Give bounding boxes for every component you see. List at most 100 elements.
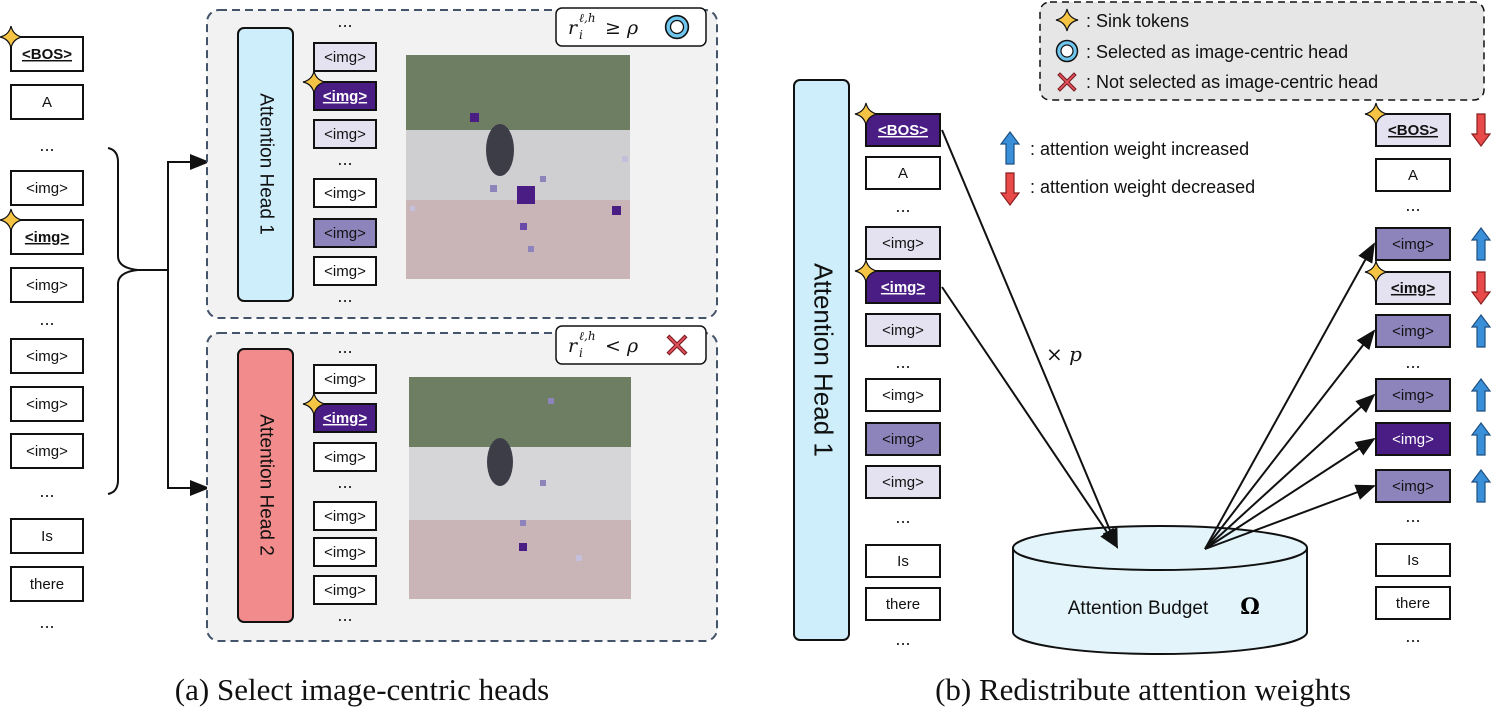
ellipsis: ... bbox=[337, 473, 352, 492]
svg-text:<img>: <img> bbox=[324, 449, 366, 466]
svg-text:Ω: Ω bbox=[1240, 594, 1260, 620]
svg-text:i: i bbox=[579, 28, 583, 42]
svg-text:there: there bbox=[1396, 595, 1430, 612]
down-arrow-icon bbox=[1000, 172, 1020, 206]
svg-text:< ρ: < ρ bbox=[605, 335, 639, 357]
token-is: Is bbox=[865, 544, 941, 578]
decrease-arrow-icon bbox=[1471, 271, 1491, 305]
svg-text:<img>: <img> bbox=[324, 49, 366, 66]
token-img: <img> bbox=[313, 364, 377, 394]
svg-text:<img>: <img> bbox=[1391, 280, 1435, 297]
svg-text:<img>: <img> bbox=[1392, 387, 1434, 404]
token-img: <img> bbox=[10, 338, 84, 374]
budget-to-token-arrow bbox=[1204, 242, 1375, 550]
head-b-label: Attention Head 1 bbox=[809, 263, 839, 457]
token-img: <img> bbox=[313, 178, 377, 208]
token-img: <img> bbox=[865, 465, 941, 499]
token-a: A bbox=[10, 84, 84, 120]
attention-map-image bbox=[406, 55, 630, 279]
svg-text:≥ ρ: ≥ ρ bbox=[605, 17, 639, 39]
svg-text:: Sink tokens: : Sink tokens bbox=[1086, 11, 1189, 31]
head2-label: Attention Head 2 bbox=[255, 414, 276, 556]
token-img: <img> bbox=[1375, 422, 1451, 456]
svg-text:Attention Budget: Attention Budget bbox=[1068, 598, 1209, 619]
svg-text:<img>: <img> bbox=[324, 225, 366, 242]
svg-text:<BOS>: <BOS> bbox=[22, 46, 72, 63]
budget-to-token-arrow bbox=[1204, 329, 1376, 550]
token-sink: <img> bbox=[1375, 271, 1451, 305]
svg-text:A: A bbox=[42, 94, 52, 111]
condition-rejected-box: r i ℓ,h < ρ bbox=[555, 325, 707, 365]
ellipsis: ... bbox=[39, 613, 54, 632]
head-b-output-tokens: <BOS>A...<img><img><img>...<img><img><im… bbox=[1364, 102, 1451, 646]
svg-text:<img>: <img> bbox=[323, 410, 367, 427]
svg-text:<BOS>: <BOS> bbox=[878, 122, 928, 139]
svg-text:: attention weight decreased: : attention weight decreased bbox=[1030, 177, 1255, 197]
token-bos: <BOS> bbox=[865, 113, 941, 147]
ellipsis: ... bbox=[337, 150, 352, 169]
token-img: <img> bbox=[313, 501, 377, 531]
token-sink: <BOS> bbox=[1375, 113, 1451, 147]
svg-text:A: A bbox=[898, 165, 908, 182]
head1-label: Attention Head 1 bbox=[255, 93, 276, 235]
token-img: <img> bbox=[313, 256, 377, 286]
token-img: <img> bbox=[10, 170, 84, 206]
token-there: there bbox=[10, 566, 84, 602]
token-img: <img> bbox=[313, 537, 377, 567]
increase-arrow-icon bbox=[1471, 378, 1491, 412]
svg-text:: Not selected as image-centri: : Not selected as image-centric head bbox=[1086, 72, 1378, 92]
ellipsis: ... bbox=[39, 136, 54, 155]
head2-token-column: ... <img> <img> <img>... <img> <img> <img>... bbox=[302, 338, 377, 625]
token-a: A bbox=[1375, 158, 1451, 192]
ellipsis: ... bbox=[337, 606, 352, 625]
branch-connector bbox=[138, 154, 210, 271]
selected-ring-icon bbox=[664, 14, 690, 40]
attention-budget: Attention Budget Ω bbox=[1012, 525, 1308, 655]
svg-text:<img>: <img> bbox=[882, 322, 924, 339]
ellipsis: ... bbox=[337, 338, 352, 357]
svg-text:<img>: <img> bbox=[323, 88, 367, 105]
ellipsis: ... bbox=[895, 508, 910, 527]
svg-text:i: i bbox=[579, 346, 583, 360]
ellipsis: ... bbox=[39, 310, 54, 329]
up-arrow-icon bbox=[1000, 131, 1020, 165]
svg-text:<img>: <img> bbox=[26, 396, 68, 413]
multiplier-label: × p bbox=[1046, 342, 1082, 366]
token-bos: <BOS> bbox=[10, 36, 84, 72]
condition-selected-box: r i ℓ,h ≥ ρ bbox=[555, 7, 707, 47]
ellipsis: ... bbox=[895, 197, 910, 216]
token-img-sink: <img> bbox=[865, 270, 941, 304]
svg-text:ℓ,h: ℓ,h bbox=[579, 11, 596, 25]
token-there: there bbox=[865, 587, 941, 621]
budget-to-token-arrow bbox=[1204, 393, 1376, 550]
svg-text:<img>: <img> bbox=[881, 279, 925, 296]
token-img: <img> bbox=[865, 313, 941, 347]
svg-text:: Selected as image-centric he: : Selected as image-centric head bbox=[1086, 42, 1348, 62]
token-img: <img> bbox=[313, 442, 377, 472]
svg-text:<img>: <img> bbox=[882, 235, 924, 252]
ellipsis: ... bbox=[337, 12, 352, 31]
token-img: <img> bbox=[1375, 469, 1451, 503]
svg-text:<img>: <img> bbox=[26, 277, 68, 294]
svg-text:<img>: <img> bbox=[324, 582, 366, 599]
increase-arrow-icon bbox=[1471, 422, 1491, 456]
token-img-sink: <img> bbox=[10, 219, 84, 255]
token-img: <img> bbox=[10, 386, 84, 422]
svg-text:<img>: <img> bbox=[26, 180, 68, 197]
budget-to-token-arrow bbox=[1204, 484, 1376, 550]
token-img: <img> bbox=[313, 119, 377, 149]
ellipsis: ... bbox=[1405, 627, 1420, 646]
ellipsis: ... bbox=[337, 287, 352, 306]
budget-redistribution-arrows bbox=[1204, 242, 1376, 550]
svg-text:Is: Is bbox=[1407, 552, 1419, 569]
token-img: <img> bbox=[865, 378, 941, 412]
svg-text:Is: Is bbox=[897, 553, 909, 570]
token-a: A bbox=[865, 156, 941, 190]
svg-text:<img>: <img> bbox=[1392, 478, 1434, 495]
token-img: <img> bbox=[1375, 227, 1451, 261]
svg-text:there: there bbox=[30, 576, 64, 593]
arrow-legend: : attention weight increased : attention… bbox=[1000, 131, 1255, 206]
sink-to-budget-arrow bbox=[941, 286, 1119, 549]
svg-text:<BOS>: <BOS> bbox=[1388, 122, 1438, 139]
head-b-input-tokens: <BOS>A...<img><img><img>...<img><img><im… bbox=[854, 102, 941, 649]
